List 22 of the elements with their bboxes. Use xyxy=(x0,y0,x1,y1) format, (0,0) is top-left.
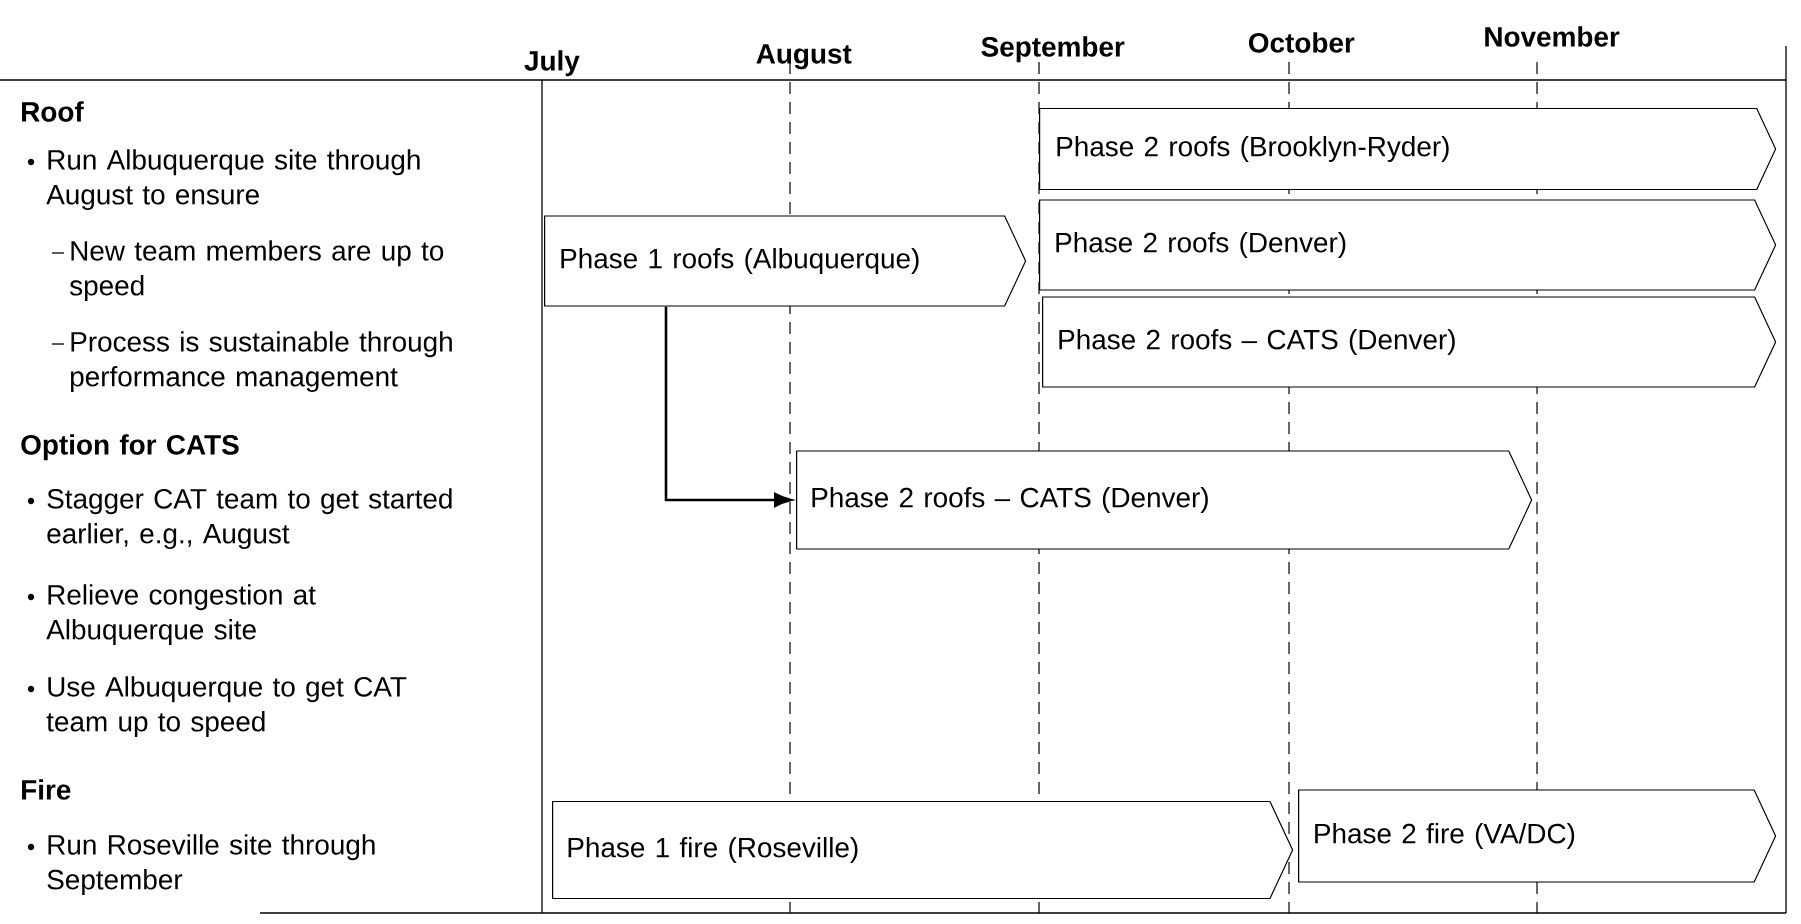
list-text: Relieve congestion at Albuquerque site xyxy=(46,584,316,646)
month-label: November xyxy=(1485,26,1620,47)
section-heading: Fire xyxy=(22,779,71,800)
timeline-bar: Phase 2 roofs – CATS (Denver) xyxy=(796,450,1533,550)
section-heading: Option for CATS xyxy=(21,434,239,461)
list-text: Run Albuquerque site through August to ensure xyxy=(46,149,420,211)
timeline-bar: Phase 1 roofs (Albuquerque) xyxy=(544,215,1027,307)
timeline-bar: Phase 2 roofs (Denver) xyxy=(1039,199,1777,291)
section-heading: Roof xyxy=(22,101,84,122)
list-text: New team members are up to speed xyxy=(70,240,444,302)
timeline-bar: Phase 2 roofs – CATS (Denver) xyxy=(1042,296,1777,388)
month-label: August xyxy=(756,44,852,70)
timeline-bar: Phase 2 roofs (Brooklyn-Ryder) xyxy=(1039,107,1777,191)
month-label: July xyxy=(524,50,580,77)
list-text: Stagger CAT team to get started earlier, e.g., August xyxy=(47,488,452,550)
timeline-bar: Phase 1 fire (Roseville) xyxy=(552,800,1294,900)
list-text: Process is sustainable through performance management xyxy=(71,331,452,393)
timeline-bar: Phase 2 fire (VA/DC) xyxy=(1298,789,1777,883)
list-text: Use Albuquerque to get CAT team up to speed xyxy=(46,676,407,738)
month-label: October xyxy=(1249,32,1355,53)
list-text: Run Roseville site through September xyxy=(47,834,375,896)
month-label: September xyxy=(981,36,1125,63)
